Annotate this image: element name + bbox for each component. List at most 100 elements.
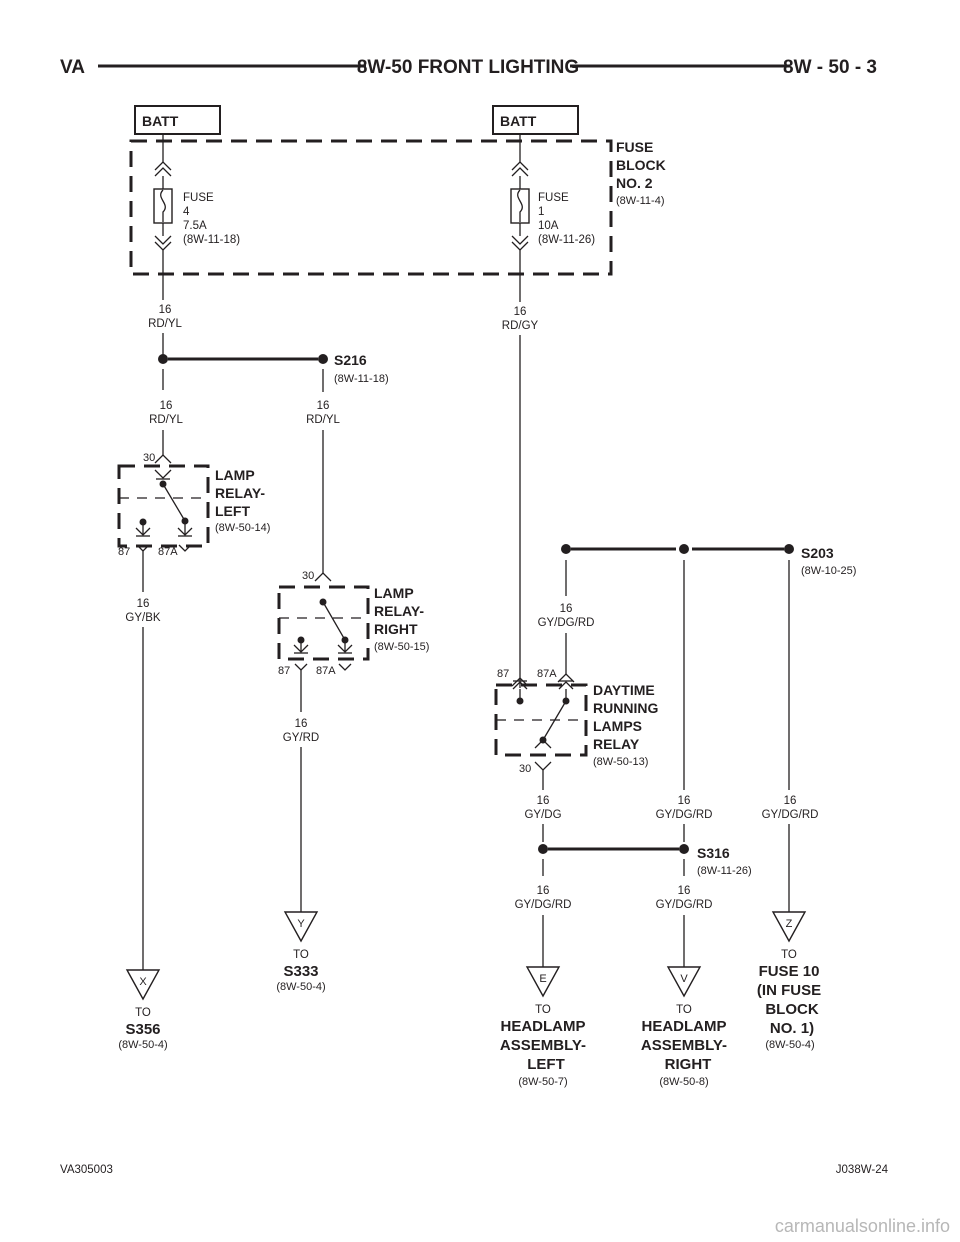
fuse-1-label: FUSE [538,192,569,204]
splice-s316-ref: (8W-11-26) [697,865,752,877]
dest-to: TO [781,949,797,961]
connector-letter: E [539,973,546,985]
wire-label-color: GY/DG/RD [656,899,713,911]
connector-letter: Z [786,918,793,930]
batt-right: BATT [492,105,579,135]
wire-label-gauge: 16 [295,718,308,730]
connector-triangle [771,911,807,943]
wire-label-color: GY/RD [283,732,319,744]
dest-fuse10-1: FUSE 10 [759,963,820,980]
dest-s333-ref: (8W-50-4) [276,981,325,993]
batt-left-box [134,105,221,135]
splice-dot [679,544,689,554]
wire-label-color: RD/YL [148,318,182,330]
splice-dot [784,544,794,554]
splice-s203: S203 (8W-10-25) [561,544,856,577]
fuse-block-label-2: BLOCK [616,157,666,173]
dest-hl-right-1: HEADLAMP [642,1018,727,1035]
dest-hl-left-2: ASSEMBLY- [500,1037,586,1054]
relay-right-label-3: RIGHT [374,621,418,637]
splice-s216: S216 (8W-11-18) [158,352,389,385]
header-left: VA [60,57,85,78]
header-page-number: 8W - 50 - 3 [783,57,877,78]
pin-87a: 87A [316,665,336,677]
splice-s316: S316 (8W-11-26) [538,844,752,877]
connector-letter: Y [297,918,305,930]
footer-left: VA305003 [60,1164,113,1176]
connector-z: Z TO FUSE 10 (IN FUSE BLOCK NO. 1) (8W-5… [757,911,821,1051]
relay-left-label-1: LAMP [215,467,255,483]
batt-left-label: BATT [142,113,179,129]
dest-fuse10-3: BLOCK [765,1001,818,1018]
relay-left-ref: (8W-50-14) [215,522,270,534]
fuse-1-ref: (8W-11-26) [538,234,595,246]
batt-right-label: BATT [500,113,537,129]
wire-label-gauge: 16 [678,885,691,897]
wire-label-gauge: 16 [678,795,691,807]
watermark: carmanualsonline.info [775,1216,950,1236]
splice-s203-ref: (8W-10-25) [801,565,856,577]
splice-dot [318,354,328,364]
wire-label-color: GY/BK [125,612,160,624]
wire-label-color: GY/DG/RD [656,809,713,821]
splice-dot [158,354,168,364]
fuse-block-label-3: NO. 2 [616,175,653,191]
dest-to: TO [676,1004,692,1016]
dest-hl-left-3: LEFT [527,1056,565,1073]
relay-right-ref: (8W-50-15) [374,641,429,653]
fuse-block-outline [129,139,613,276]
relay-left-label-2: RELAY- [215,485,265,501]
dest-fuse10-4: NO. 1) [770,1020,814,1037]
dest-hl-left-ref: (8W-50-7) [518,1076,567,1088]
splice-dot [538,844,548,854]
lamp-relay-right: 30 87 87A LAMP RELAY- RIGHT (8W-50-15) [277,570,429,677]
dest-hl-right-3: RIGHT [665,1056,712,1073]
drl-relay-label-3: LAMPS [593,718,642,734]
wire-label-gauge: 16 [159,304,172,316]
wire-label-gauge: 16 [317,400,330,412]
pin-87: 87 [118,546,130,558]
wire-label-color: RD/YL [306,414,340,426]
dest-to: TO [293,949,309,961]
footer-right: J038W-24 [836,1164,889,1176]
wire-label-gauge: 16 [537,885,550,897]
pin-30: 30 [519,763,531,775]
page-footer: VA305003 J038W-24 carmanualsonline.info [60,1164,950,1236]
dest-to: TO [535,1004,551,1016]
connector-y: Y TO S333 (8W-50-4) [276,911,326,993]
connector-triangle [525,966,561,998]
wire-label-gauge: 16 [560,603,573,615]
relay-left-outline [117,464,210,548]
wire-label-gauge: 16 [537,795,550,807]
wire-label-gauge: 16 [137,598,150,610]
splice-s316-name: S316 [697,845,730,861]
wire-label-color: GY/DG/RD [515,899,572,911]
wire-label-color: GY/DG/RD [762,809,819,821]
pin-87a: 87A [537,668,557,680]
pin-87: 87 [278,665,290,677]
drl-relay-label-2: RUNNING [593,700,658,716]
batt-right-box [492,105,579,135]
relay-right-outline [277,585,370,661]
splice-s216-name: S216 [334,352,367,368]
fuse-4-rating: 7.5A [183,220,207,232]
dest-hl-right-2: ASSEMBLY- [641,1037,727,1054]
pin-87a: 87A [158,546,178,558]
connector-v: V TO HEADLAMP ASSEMBLY- RIGHT (8W-50-8) [641,966,727,1088]
splice-dot [561,544,571,554]
wire-label-color: GY/DG/RD [538,617,595,629]
fuse-1-number: 1 [538,206,544,218]
connector-triangle [666,966,702,998]
fuse-1: FUSE 1 10A (8W-11-26) [510,134,595,302]
drl-relay-ref: (8W-50-13) [593,756,648,768]
relay-left-label-3: LEFT [215,503,250,519]
lamp-relay-left: 30 87 87A LAMP RELAY- LEFT (8W-50-14) [117,430,270,558]
page-header: VA 8W-50 FRONT LIGHTING 8W - 50 - 3 [60,57,877,78]
dest-hl-right-ref: (8W-50-8) [659,1076,708,1088]
relay-right-label-1: LAMP [374,585,414,601]
dest-to: TO [135,1007,151,1019]
fuse-1-rating: 10A [538,220,559,232]
batt-left: BATT [134,105,221,135]
fuse-4-number: 4 [183,206,190,218]
